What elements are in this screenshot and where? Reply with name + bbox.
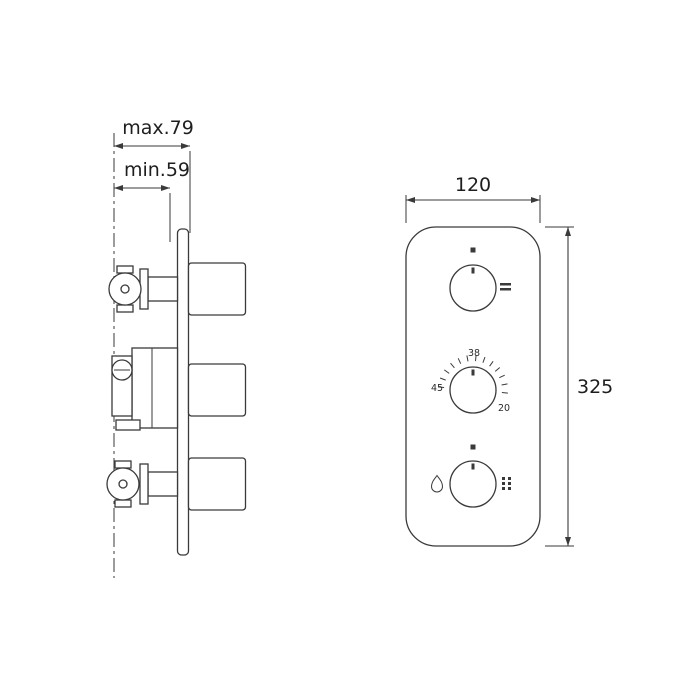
cartridge-step — [115, 419, 141, 431]
side-plate — [176, 228, 190, 556]
knob-indicator — [471, 463, 475, 470]
dim-plate-width: 120 — [405, 174, 541, 223]
temp-label-45: 45 — [431, 383, 443, 394]
valve-flange — [139, 463, 149, 505]
side-valve-top — [108, 265, 179, 313]
valve-tab-top — [116, 265, 134, 274]
knob-indicator — [471, 369, 475, 376]
front-view: 38 45 20 — [405, 226, 541, 547]
knob — [449, 460, 497, 508]
side-knob-top — [187, 262, 247, 316]
dim-min-label: min.59 — [124, 159, 190, 181]
dim-max-depth: max.79 — [114, 117, 194, 233]
dim-plate-height: 325 — [545, 226, 613, 547]
flow-bars-icon — [500, 283, 511, 291]
side-knob-bottom — [187, 457, 247, 511]
knob — [449, 264, 497, 312]
index-square-icon — [470, 247, 476, 253]
cartridge-body — [131, 347, 179, 429]
handle-hub — [120, 284, 130, 294]
side-valve-middle — [111, 347, 179, 431]
spray-grid-icon — [502, 477, 511, 490]
front-knob-top — [449, 247, 511, 312]
dim-max-label: max.79 — [122, 117, 194, 139]
dimension-annotations: max.79 min.59 120 325 — [114, 117, 613, 547]
front-knob-bottom — [430, 444, 511, 508]
valve-tab-top — [114, 460, 132, 469]
temperature-tick-arc — [438, 355, 508, 394]
front-knob-middle: 38 45 20 — [431, 348, 510, 414]
knob — [449, 366, 497, 414]
side-valve-bottom — [106, 460, 179, 508]
temp-label-20: 20 — [498, 403, 510, 414]
valve-tab-bottom — [116, 304, 134, 313]
valve-tab-bottom — [114, 499, 132, 508]
valve-stem — [147, 471, 179, 497]
dim-height-label: 325 — [577, 376, 613, 398]
handle-hub — [118, 479, 128, 489]
valve-stem — [147, 276, 179, 302]
water-drop-icon — [430, 474, 444, 493]
dim-width-label: 120 — [455, 174, 491, 196]
dim-min-depth: min.59 — [114, 159, 190, 242]
side-knob-middle — [187, 363, 247, 417]
index-square-icon — [470, 444, 476, 450]
knob-indicator — [471, 267, 475, 274]
side-view — [106, 133, 247, 578]
temp-label-38: 38 — [468, 348, 480, 359]
